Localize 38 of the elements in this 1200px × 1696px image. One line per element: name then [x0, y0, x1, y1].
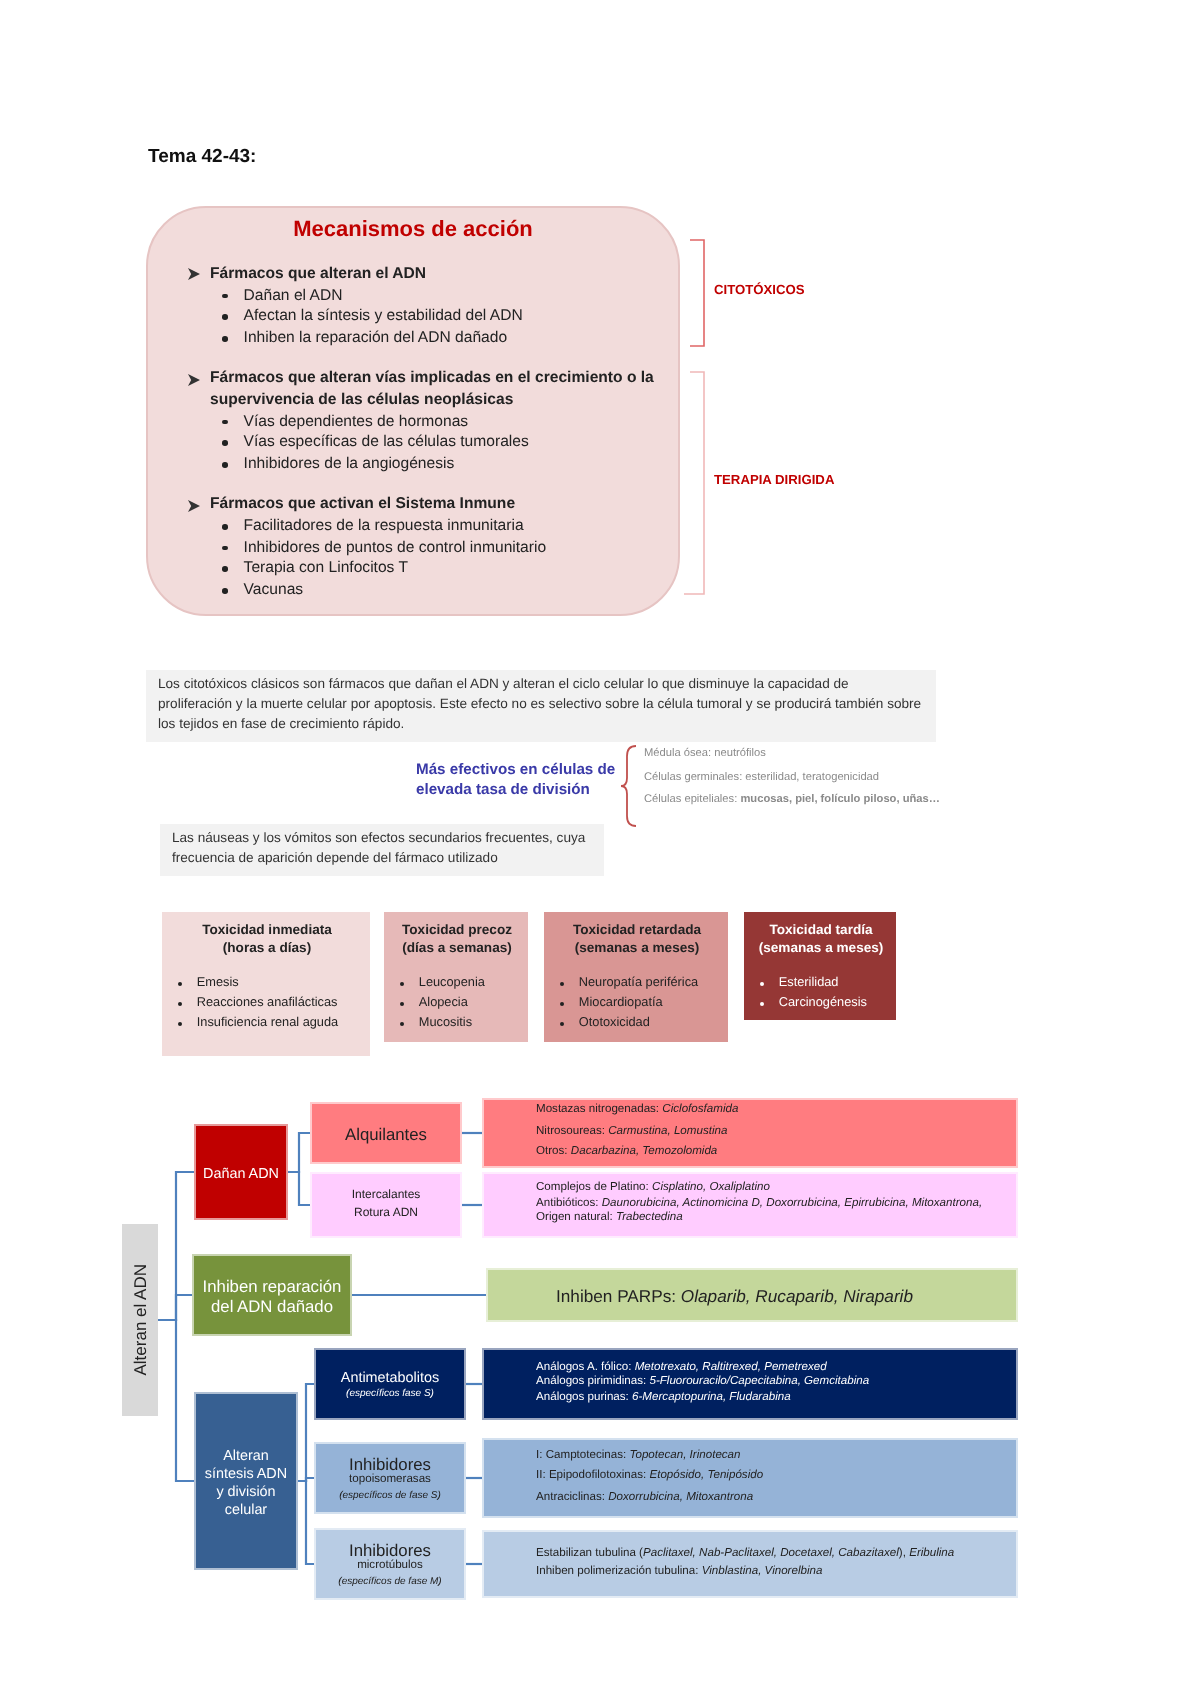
box-label: Inhibidores [349, 1453, 431, 1473]
toxicity-card [744, 912, 896, 1020]
connector-line [466, 1476, 482, 1480]
category-box [194, 1392, 298, 1570]
box-label: Alteran el ADN [130, 1264, 150, 1376]
category-box [122, 1224, 158, 1416]
toxicity-card [162, 912, 370, 1056]
text-panel [146, 670, 936, 742]
category-box [314, 1442, 466, 1514]
category-box [314, 1528, 466, 1600]
drug-list-box [482, 1438, 1018, 1518]
category-box [192, 1254, 352, 1336]
toxicity-card [544, 912, 728, 1042]
connector-line [288, 1170, 310, 1207]
connector-line [462, 1203, 482, 1207]
connector-line [298, 1479, 314, 1566]
panel-title: Mecanismos de acción [291, 218, 535, 244]
category-box [314, 1348, 466, 1420]
connector-line [466, 1562, 482, 1566]
box-label: Alquilantes [345, 1123, 427, 1143]
mechanisms-panel [146, 206, 680, 616]
drug-list-line: Inhiben PARPs: Olaparib, Rucaparib, Niraparib [554, 1285, 915, 1305]
toxicity-card [384, 912, 528, 1042]
box-label: Inhiben reparación del ADN dañado [200, 1275, 344, 1315]
connector-line [158, 1318, 194, 1483]
drug-list-box [482, 1098, 1018, 1168]
box-label: Inhibidores [349, 1539, 431, 1559]
drug-list-box [486, 1268, 1018, 1322]
category-box [310, 1102, 462, 1164]
category-box [310, 1172, 462, 1238]
drug-list-box [482, 1172, 1018, 1238]
connector-line [466, 1382, 482, 1386]
drug-list-box [482, 1348, 1018, 1420]
drug-list-box [482, 1530, 1018, 1598]
category-box [194, 1124, 288, 1220]
connector-line [352, 1293, 486, 1297]
connector-line [462, 1131, 482, 1135]
page-title: Tema 42-43: [148, 146, 257, 168]
